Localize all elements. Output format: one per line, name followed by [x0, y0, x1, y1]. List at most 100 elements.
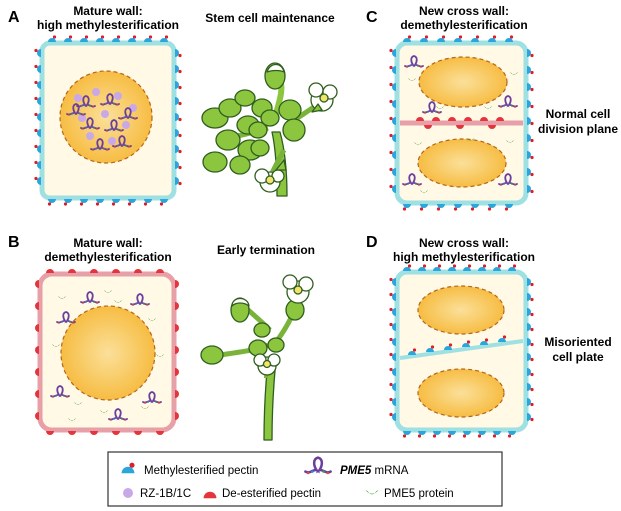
panel-letter-a: A [8, 9, 20, 26]
wall-marker [462, 431, 471, 438]
wall-marker [90, 269, 98, 273]
panel-c-side-line1: Normal cell [546, 107, 611, 121]
wall-marker [454, 35, 463, 42]
wall-marker [389, 184, 396, 193]
misoriented-cell-plate-d [399, 339, 524, 360]
wall-marker [420, 35, 429, 42]
wall-marker [112, 35, 121, 42]
wall-marker [35, 280, 39, 288]
wall-marker [527, 151, 534, 160]
wall-marker [527, 66, 534, 75]
wall-marker [403, 264, 412, 271]
wall-marker [527, 323, 534, 332]
wall-marker [487, 204, 496, 211]
wall-marker [79, 199, 88, 206]
wall-marker [175, 81, 182, 90]
panel-b-title-line1: Mature wall: [73, 236, 142, 250]
wall-marker [143, 199, 152, 206]
panel-a-right-label: Stem cell maintenance [205, 11, 335, 25]
wall-marker [34, 176, 41, 185]
wall-marker [389, 150, 396, 159]
wall-marker [34, 112, 41, 121]
rz-granules-a [74, 88, 137, 145]
wall-marker [389, 322, 396, 331]
wall-marker [46, 269, 54, 273]
panel-d-side-line2: cell plate [552, 350, 604, 364]
wall-marker [175, 368, 179, 376]
wall-marker [156, 269, 164, 273]
wall-marker [64, 35, 73, 42]
wall-marker [437, 35, 446, 42]
panel-d: D New cross wall: high methylesterificat… [366, 234, 612, 438]
wall-marker [35, 390, 39, 398]
wall-marker [527, 413, 534, 422]
wall-marker [389, 48, 396, 57]
panel-letter-b: B [8, 234, 20, 251]
wall-marker [478, 264, 487, 271]
panel-c-title-line2: demethylesterification [400, 18, 527, 32]
rz-granule-icon [123, 488, 133, 498]
wall-marker [159, 199, 168, 206]
panel-b: B Mature wall: demethylesterification Ea… [8, 234, 315, 441]
wall-marker [34, 80, 41, 89]
wall-marker [417, 431, 426, 438]
wall-marker [389, 337, 396, 346]
nucleus-d-bottom [417, 368, 505, 418]
wall-marker [419, 204, 428, 211]
wall-marker [477, 431, 486, 438]
wall-marker [508, 264, 517, 271]
wall-marker [160, 35, 169, 42]
panel-a-title-line2: high methylesterification [37, 18, 179, 32]
wall-marker [433, 264, 442, 271]
wall-marker [527, 49, 534, 58]
inflorescence-a-illustration [201, 62, 338, 197]
wall-marker [175, 346, 179, 354]
wall-marker [402, 204, 411, 211]
wall-marker [175, 161, 182, 170]
wall-marker [112, 431, 120, 435]
wall-marker [527, 308, 534, 317]
legend-rz-label: RZ-1B/1C [140, 488, 191, 500]
legend-protein-label: PME5 protein [384, 488, 454, 500]
wall-marker [448, 264, 457, 271]
wall-marker [95, 199, 104, 206]
wall-marker [134, 269, 142, 273]
panel-d-title-line1: New cross wall: [419, 236, 509, 250]
wall-marker [47, 199, 56, 206]
nucleus-c-bottom [417, 138, 507, 188]
wall-marker [527, 353, 534, 362]
wall-marker [389, 367, 396, 376]
wall-marker [389, 133, 396, 142]
wall-marker [504, 204, 513, 211]
wall-marker [111, 199, 120, 206]
nucleus-b [60, 305, 156, 401]
wall-marker [63, 199, 72, 206]
wall-marker [389, 65, 396, 74]
inflorescence-b-illustration [200, 274, 314, 441]
wall-marker [463, 264, 472, 271]
panel-c-title-line1: New cross wall: [419, 4, 509, 18]
wall-marker [127, 199, 136, 206]
wall-marker [34, 48, 41, 57]
wall-marker [175, 280, 179, 288]
panel-c: C New cross wall: demethylesterification… [366, 4, 618, 211]
panel-b-title-line2: demethylesterification [44, 250, 171, 264]
wall-marker [389, 382, 396, 391]
nucleus-c-top [418, 56, 508, 108]
wall-marker [527, 368, 534, 377]
wall-marker [470, 204, 479, 211]
wall-marker [389, 116, 396, 125]
wall-marker [175, 145, 182, 154]
wall-marker [527, 278, 534, 287]
wall-marker [527, 398, 534, 407]
wall-marker [493, 264, 502, 271]
wall-marker [389, 397, 396, 406]
wall-marker [34, 144, 41, 153]
wall-marker [68, 269, 76, 273]
panel-a: A Mature wall: high methylesterification… [8, 4, 338, 206]
wall-marker [527, 185, 534, 194]
wall-marker [505, 35, 514, 42]
panel-a-title-line1: Mature wall: [73, 4, 142, 18]
wall-marker [389, 82, 396, 91]
